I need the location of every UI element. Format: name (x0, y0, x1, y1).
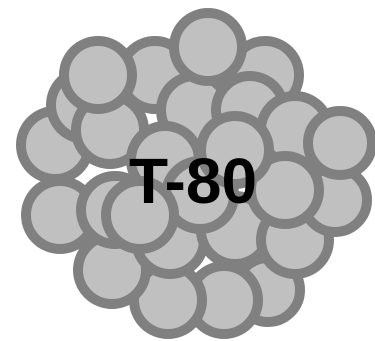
model-label: T-80 (129, 145, 257, 217)
circle (174, 13, 242, 81)
circle (64, 41, 132, 109)
circle (308, 111, 372, 175)
